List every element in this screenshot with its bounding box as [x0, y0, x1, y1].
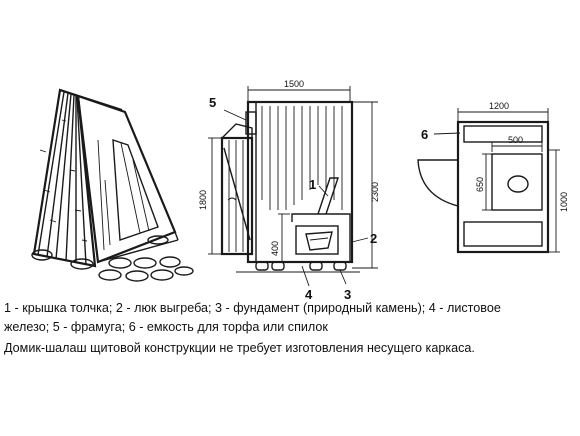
- callout-3: 3: [344, 287, 351, 302]
- dim-plan-width: 1200: [489, 101, 509, 111]
- callout-4: 4: [305, 287, 313, 302]
- gable-face: [76, 94, 179, 264]
- foundation-stones: [31, 235, 194, 282]
- toilet-lid: [317, 177, 339, 215]
- pit-hatch: [295, 225, 339, 255]
- wall-hatching: [261, 106, 343, 210]
- dim-door-height: 1800: [198, 190, 208, 210]
- legend-line-2: железо; 5 - фрамуга; 6 - емкость для тор…: [4, 320, 328, 334]
- side-section-view: 1500: [198, 79, 380, 287]
- seat-hole: [507, 175, 529, 193]
- dim-plan-seat: 650: [475, 177, 485, 192]
- front-slanted-panel: [32, 88, 123, 268]
- dim-plan-depth: 1000: [559, 192, 569, 212]
- dim-total-height: 2300: [370, 182, 380, 202]
- dim-side-width: 1500: [284, 79, 304, 89]
- plan-view: 1200 500 650 1000: [417, 101, 569, 254]
- a-frame-hut-perspective: [31, 88, 194, 282]
- dim-plan-inner: 500: [508, 135, 523, 145]
- callout-2: 2: [370, 231, 377, 246]
- peat-container: [463, 125, 543, 143]
- legend-line-1: 1 - крышка толчка; 2 - люк выгреба; 3 - …: [4, 301, 501, 315]
- base-stones: [236, 261, 360, 273]
- callout-5: 5: [209, 95, 216, 110]
- door-panel: [220, 123, 254, 256]
- transom: [245, 111, 257, 135]
- callout-1: 1: [309, 177, 316, 192]
- summary-caption: Домик-шалаш щитовой конструкции не требу…: [4, 341, 475, 355]
- callout-6: 6: [421, 127, 428, 142]
- dim-pit-height: 400: [270, 241, 280, 256]
- door-swing-arc: [417, 159, 459, 207]
